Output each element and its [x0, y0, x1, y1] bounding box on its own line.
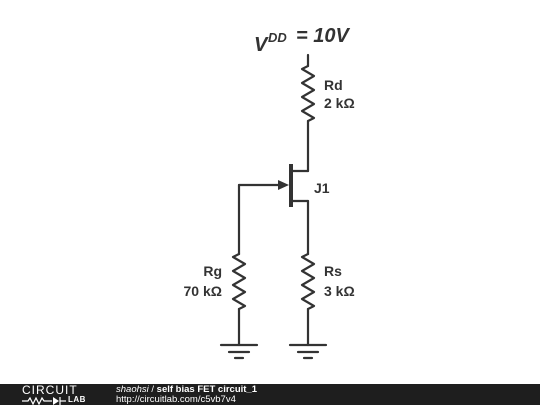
circuit-info: shaohsi / self bias FET circuit_1 http:/… — [116, 385, 257, 405]
circuit-title-line: shaohsi / self bias FET circuit_1 — [116, 385, 257, 395]
rd-value-label: 2 kΩ — [324, 95, 355, 111]
rg-value-label: 70 kΩ — [184, 283, 222, 299]
ground-symbol-right — [288, 343, 328, 360]
rs-value-label: 3 kΩ — [324, 283, 355, 299]
footer-bar: CIRCUIT LAB shaohsi / self bias FET circ… — [0, 384, 540, 405]
rd-name-label: Rd — [324, 77, 343, 93]
vdd-subscript: DD — [268, 30, 287, 45]
jfet-gate-arrow — [278, 180, 289, 190]
j1-name-label: J1 — [314, 180, 330, 196]
circuit-url[interactable]: http://circuitlab.com/c5vb7v4 — [116, 394, 236, 405]
ground-symbol-left — [219, 343, 259, 360]
resistor-rs — [300, 252, 316, 311]
logo-wordmark-top: CIRCUIT — [22, 383, 78, 397]
circuit-title: self bias FET circuit_1 — [156, 384, 257, 395]
logo-wordmark-bottom: LAB — [68, 395, 86, 404]
circuitlab-logo[interactable]: CIRCUIT LAB — [22, 384, 94, 405]
rg-name-label: Rg — [203, 263, 222, 279]
title-separator: / — [148, 384, 157, 395]
resistor-rg — [231, 252, 247, 311]
resistor-rd — [300, 64, 316, 123]
vdd-prefix: V — [254, 34, 269, 56]
circuit-diagram: V DD = 10V Rd — [184, 25, 355, 360]
logo-resistor-diode-icon — [22, 396, 66, 405]
author-link[interactable]: shaohsi — [116, 384, 149, 395]
vdd-value: = 10V — [296, 25, 350, 47]
rs-name-label: Rs — [324, 263, 342, 279]
